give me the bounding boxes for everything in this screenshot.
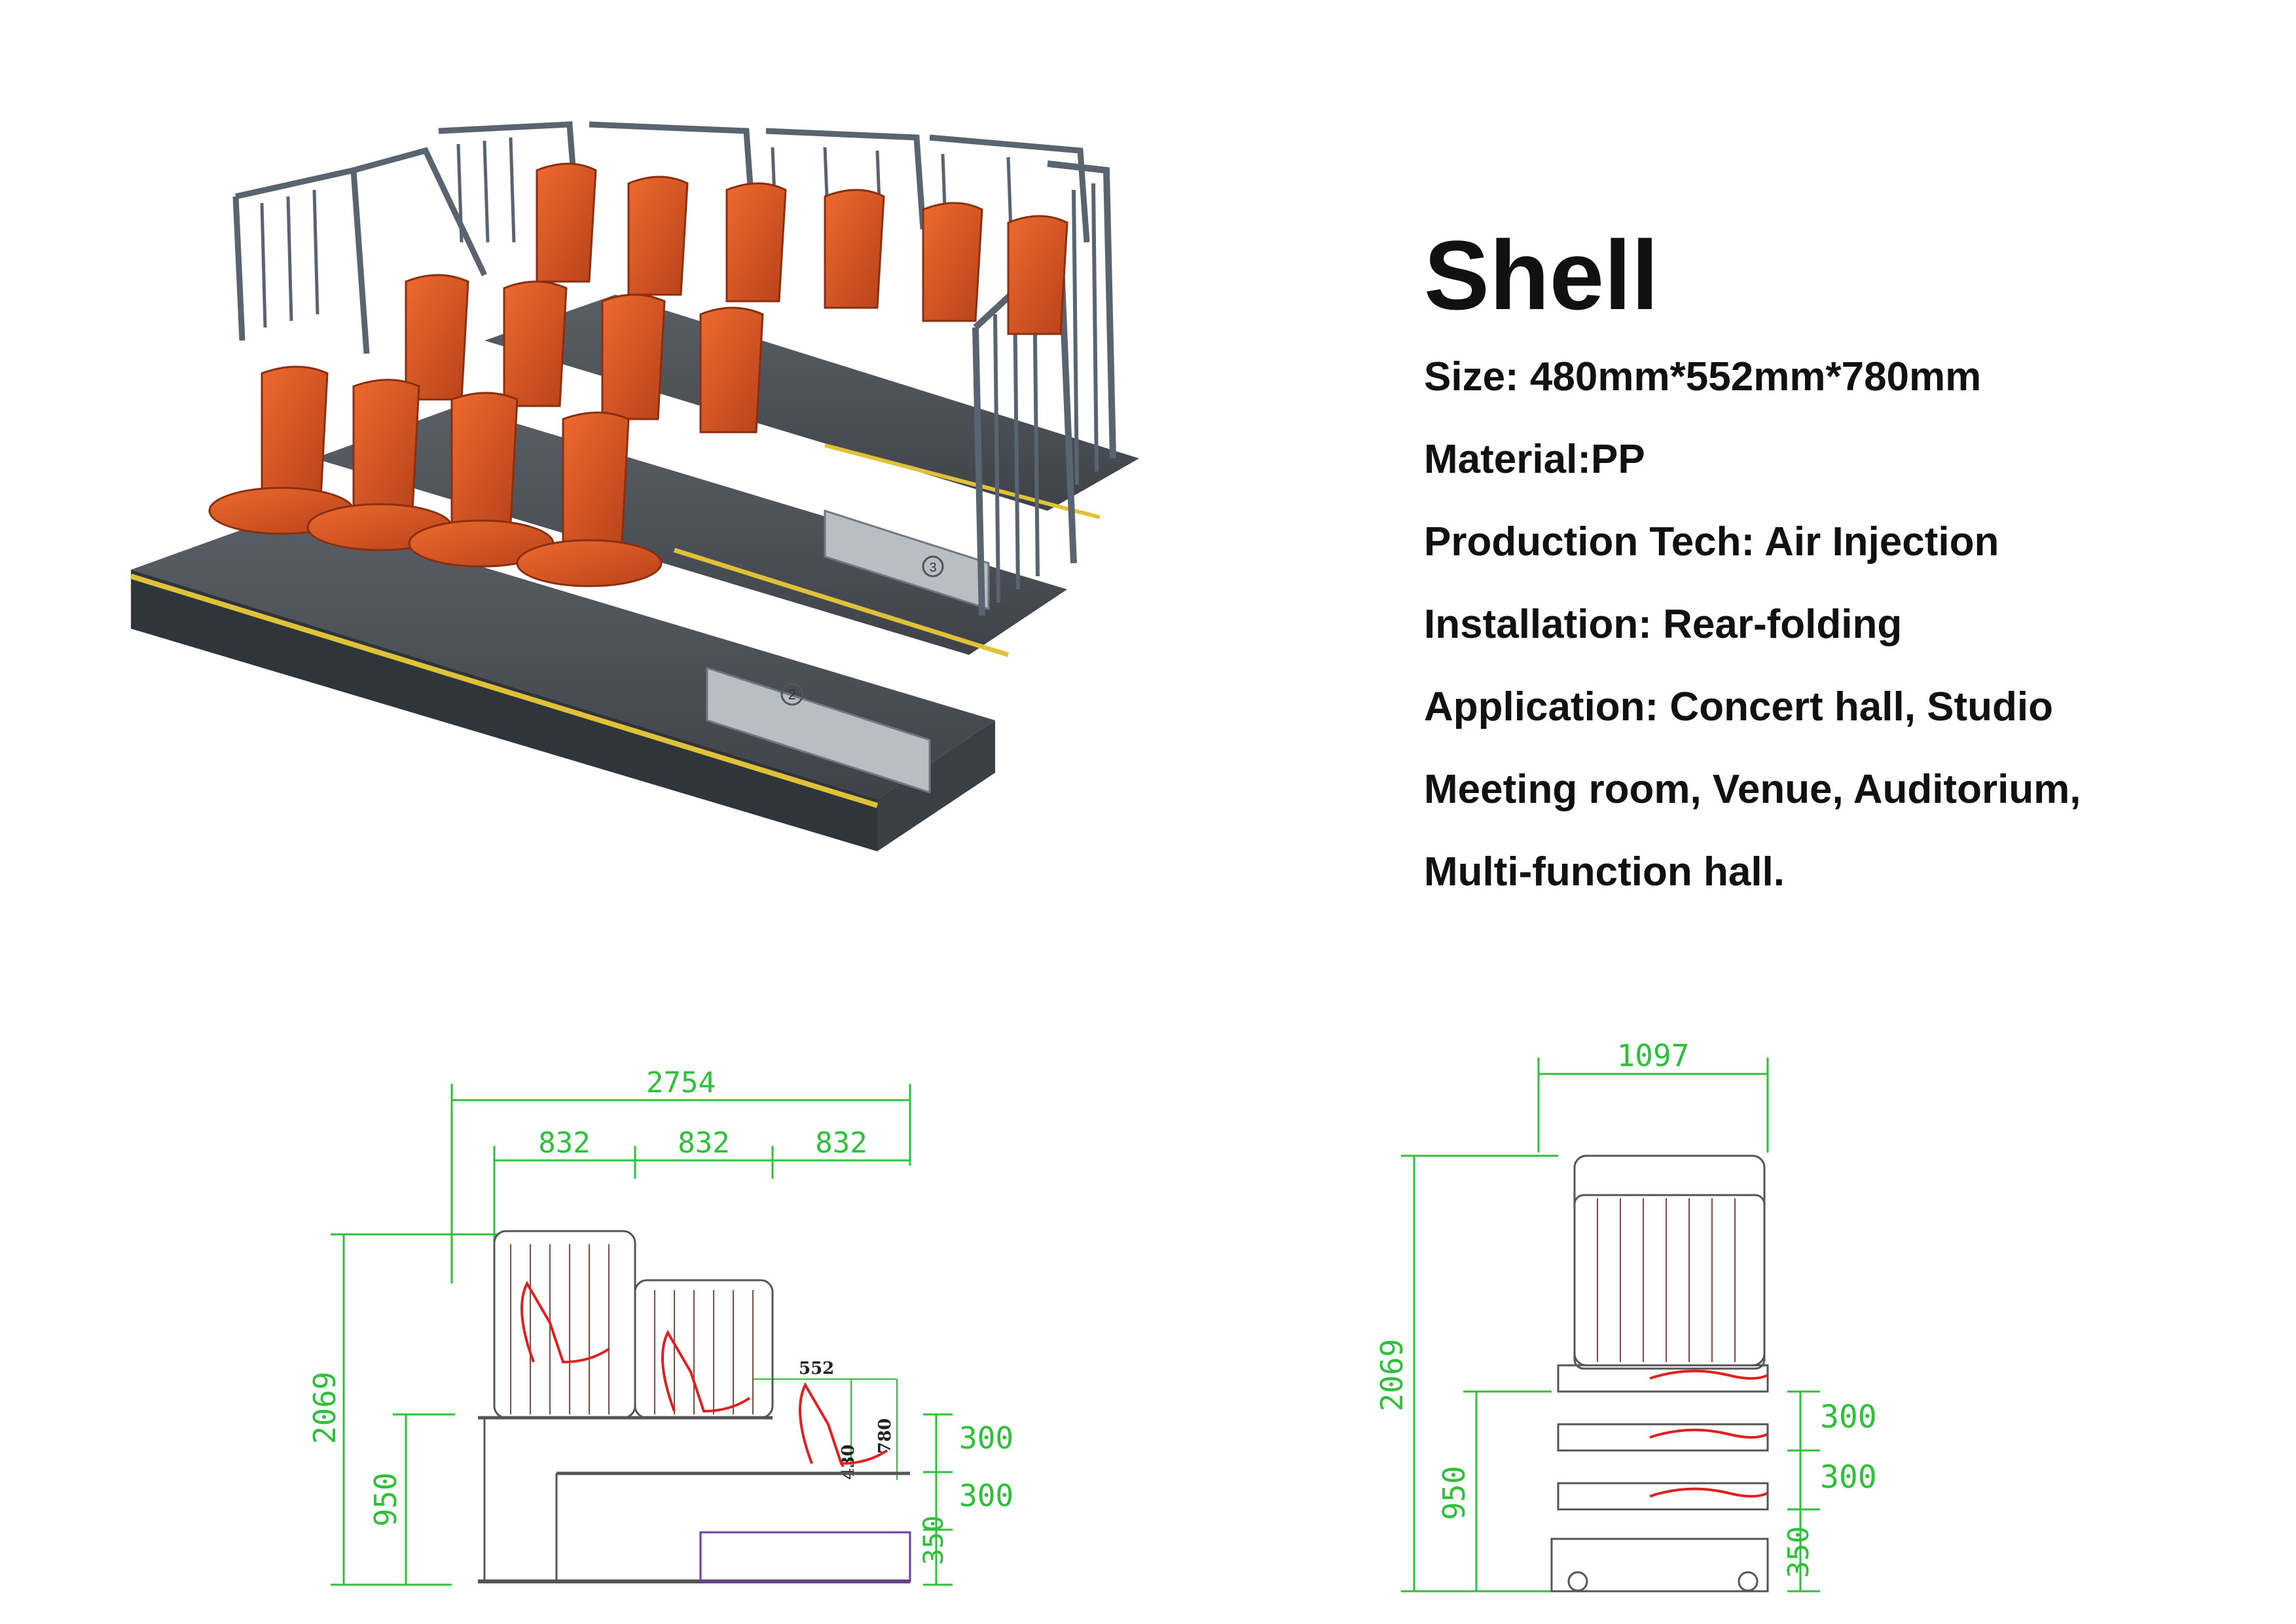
spec-material: Material:PP (1424, 437, 1645, 482)
dim-back-height: 780 (875, 1418, 895, 1454)
dim-step-1: 300 (959, 1420, 1013, 1456)
side-railing (972, 160, 1116, 616)
spec-production-tech: Production Tech: Air Injection (1424, 519, 1999, 564)
dim-total-width: 2754 (646, 1066, 716, 1099)
product-title: Shell (1424, 220, 1659, 330)
dim-bay-2: 832 (678, 1126, 729, 1160)
box-label-3: 3 (929, 561, 936, 575)
front-dim-step-2: 300 (1820, 1459, 1877, 1496)
dim-step-2: 300 (959, 1478, 1013, 1513)
spec-application-end: Multi-function hall. (1424, 849, 1785, 895)
dim-rise-height: 950 (368, 1472, 403, 1526)
spec-application: Application: Concert hall, Studio (1424, 684, 2053, 729)
front-dim-step-3: 350 (1782, 1526, 1815, 1578)
box-label-2: 2 (788, 686, 796, 703)
storage-box-2 (706, 666, 931, 794)
dim-bay-3: 832 (815, 1126, 867, 1160)
spec-size: Size: 480mm*552mm*780mm (1424, 354, 1982, 399)
front-seat-outlines (1649, 1369, 1768, 1498)
front-dim-total-height: 2069 (1374, 1339, 1410, 1412)
front-view-drawing: 1097 2069 950 300 300 350 (1374, 1038, 1877, 1593)
dim-bay-1: 832 (538, 1126, 590, 1160)
front-dim-rise-height: 950 (1436, 1466, 1472, 1520)
product-specs: Shell Size: 480mm*552mm*780mm Material:P… (1424, 226, 2242, 934)
dim-total-height: 2069 (307, 1372, 342, 1445)
dim-step-3: 350 (917, 1515, 949, 1565)
seat-outlines (520, 1280, 888, 1466)
front-dim-width: 1097 (1617, 1038, 1690, 1073)
front-dim-step-1: 300 (1820, 1399, 1877, 1435)
spec-application-cont: Meeting room, Venue, Auditorium, (1424, 767, 2081, 812)
dim-seat-depth: 552 (799, 1359, 834, 1378)
seat-rows (208, 162, 1068, 587)
side-view-drawing: 2754 832 832 832 2069 950 300 300 350 55… (307, 1066, 1013, 1586)
base-platform: 2 (130, 511, 995, 851)
product-render: 2 3 (130, 121, 1139, 851)
spec-installation: Installation: Rear-folding (1424, 602, 1903, 647)
storage-box-3 (824, 509, 990, 611)
